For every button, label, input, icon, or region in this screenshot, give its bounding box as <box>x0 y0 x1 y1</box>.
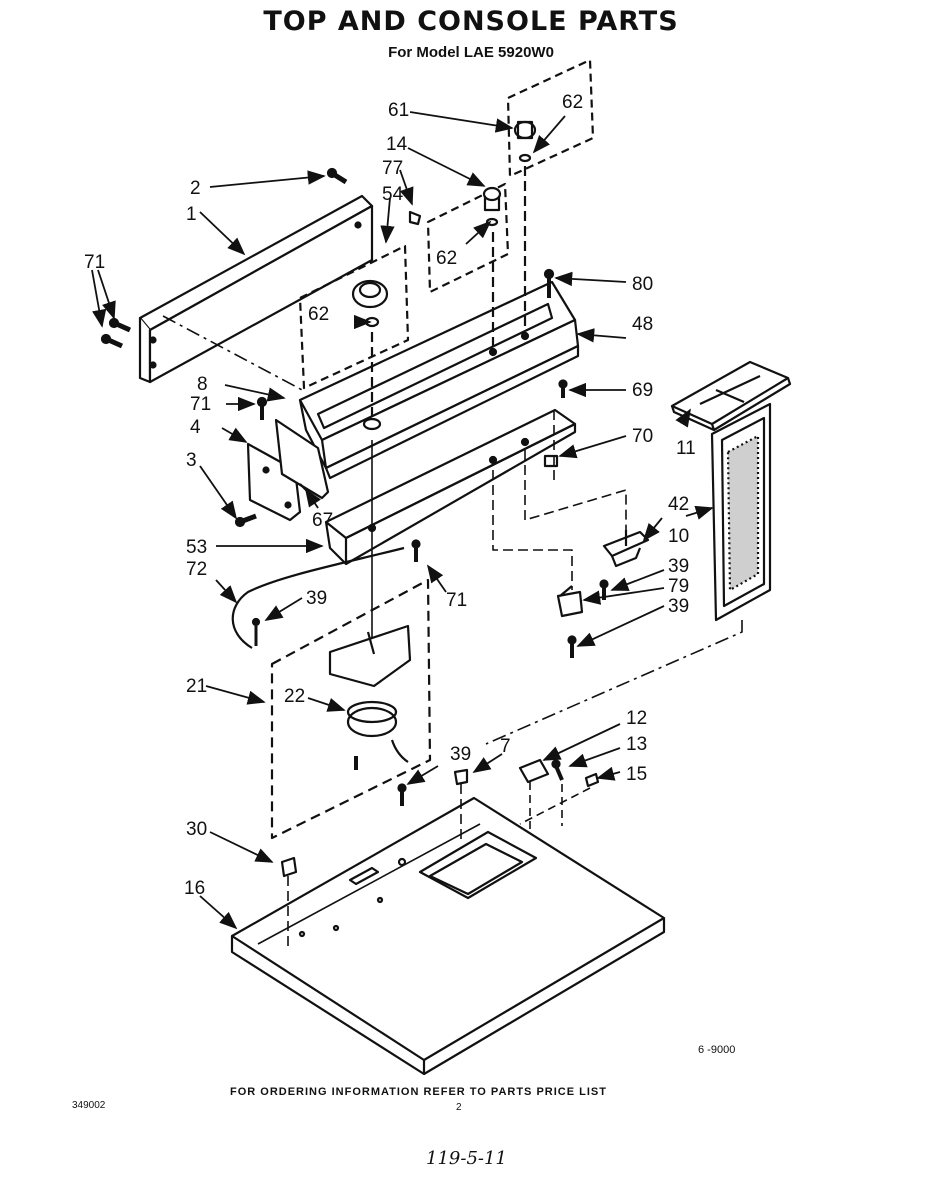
label-part-21: 21 <box>186 676 207 697</box>
label-part-12: 12 <box>626 708 647 729</box>
label-part-42-a: 39 <box>668 556 689 577</box>
label-part-22: 22 <box>284 686 305 707</box>
knob-14 <box>426 182 510 294</box>
label-part-42-bottom: 39 <box>450 744 471 765</box>
label-part-7: 7 <box>500 736 511 757</box>
screw-71-lower <box>411 539 421 562</box>
console-bracket <box>324 408 577 566</box>
nut-7 <box>453 768 469 840</box>
clip-77 <box>408 210 422 226</box>
timer-assembly-21 <box>270 578 432 840</box>
label-part-79: 79 <box>668 576 689 597</box>
console-body <box>298 280 580 480</box>
nut-30 <box>280 856 298 950</box>
label-part-4: 4 <box>190 417 201 438</box>
label-part-54: 48 <box>632 314 653 335</box>
label-part-13: 13 <box>626 734 647 755</box>
document-code: 349002 <box>72 1100 106 1111</box>
page-number: 2 <box>456 1102 462 1113</box>
label-part-48: 54 <box>382 184 404 205</box>
label-part-15: 15 <box>626 764 647 785</box>
knob-61 <box>506 58 595 178</box>
label-part-71-left: 71 <box>84 252 105 273</box>
screw-69 <box>558 379 568 398</box>
screw-2 <box>326 167 348 185</box>
label-part-16: 16 <box>184 878 205 899</box>
screw-71-upper <box>256 396 268 420</box>
label-part-77: 77 <box>382 158 403 179</box>
label-part-39: 42 <box>668 494 689 515</box>
label-part-62-top: 62 <box>562 92 583 113</box>
label-part-72: 72 <box>186 559 207 580</box>
label-part-3: 3 <box>186 450 197 471</box>
label-part-71-lower: 71 <box>446 590 467 611</box>
label-part-69: 69 <box>632 380 653 401</box>
label-part-62-left: 62 <box>308 304 329 325</box>
label-part-42-wire: 39 <box>306 588 327 609</box>
end-cap-assembly <box>246 418 330 522</box>
wire-72 <box>231 546 405 649</box>
label-part-10: 10 <box>668 526 689 547</box>
label-part-14: 14 <box>386 134 408 155</box>
label-part-42-b: 39 <box>668 596 689 617</box>
part-labels: 2 1 71 8 71 4 3 67 53 72 39 71 21 22 30 … <box>84 92 696 899</box>
parts-drawing <box>100 58 792 1076</box>
label-part-61: 61 <box>388 100 409 121</box>
label-part-67: 67 <box>312 510 333 531</box>
label-part-8: 8 <box>197 374 208 395</box>
label-part-11: 11 <box>676 438 696 459</box>
page-title: TOP AND CONSOLE PARTS <box>263 6 679 37</box>
screw-42-b <box>567 635 577 658</box>
screw-42-c <box>397 783 407 806</box>
clip-12 <box>518 758 550 784</box>
label-part-70: 70 <box>632 426 653 447</box>
ordering-info: FOR ORDERING INFORMATION REFER TO PARTS … <box>230 1086 607 1098</box>
label-part-1: 1 <box>186 204 197 225</box>
callout-arrows <box>91 111 714 930</box>
knob-48 <box>298 244 410 390</box>
screw-3 <box>234 513 257 528</box>
switch-79 <box>556 585 584 618</box>
switch-39 <box>602 530 650 568</box>
label-part-80: 80 <box>632 274 653 295</box>
nut-70 <box>543 454 559 468</box>
label-part-53: 53 <box>186 537 207 558</box>
label-part-62-mid: 62 <box>436 248 457 269</box>
rear-trim-panel <box>138 194 374 384</box>
clip-15 <box>584 772 600 788</box>
screw-13 <box>551 759 564 781</box>
lint-filter-10 <box>710 402 772 622</box>
label-part-71-upper: 71 <box>190 394 211 415</box>
handwritten-note: 119-5-11 <box>426 1148 507 1169</box>
model-subtitle: For Model LAE 5920W0 <box>388 44 554 61</box>
top-panel-16 <box>230 796 666 1076</box>
lint-cover-11 <box>670 360 792 432</box>
screw-80 <box>543 268 555 298</box>
label-part-30: 30 <box>186 819 207 840</box>
label-part-2: 2 <box>190 178 201 199</box>
screws-71-left <box>100 317 132 349</box>
diagram-code: 6 -9000 <box>698 1044 736 1056</box>
